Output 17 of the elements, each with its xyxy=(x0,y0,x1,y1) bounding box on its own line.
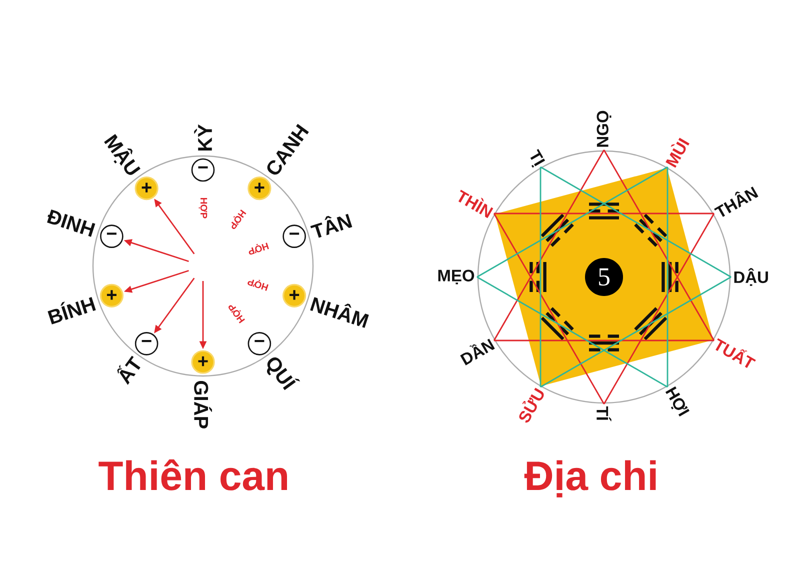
circle-label: KỲ xyxy=(194,124,212,150)
small-label: HỢP xyxy=(198,198,208,218)
circle-label: NGỌ xyxy=(596,110,612,147)
circle-label: ẤT xyxy=(117,356,140,385)
circle-label: MẸO xyxy=(438,270,474,284)
circle-label: TÂN xyxy=(310,214,352,238)
circle-label: BÍNH xyxy=(48,297,96,324)
circle-label: QUÍ xyxy=(267,357,300,390)
circle-label: GIÁP xyxy=(194,381,212,428)
title: Địa chi xyxy=(524,460,656,498)
circle-label: NHÂM xyxy=(310,297,369,328)
small-label: HỢP xyxy=(248,280,268,291)
small-label: HỢP xyxy=(248,242,269,255)
circle-label: DẬU xyxy=(734,268,768,286)
circle-label: ĐINH xyxy=(47,209,96,237)
circle-label: TÍ xyxy=(596,406,612,422)
title: Thiên can xyxy=(98,459,287,490)
